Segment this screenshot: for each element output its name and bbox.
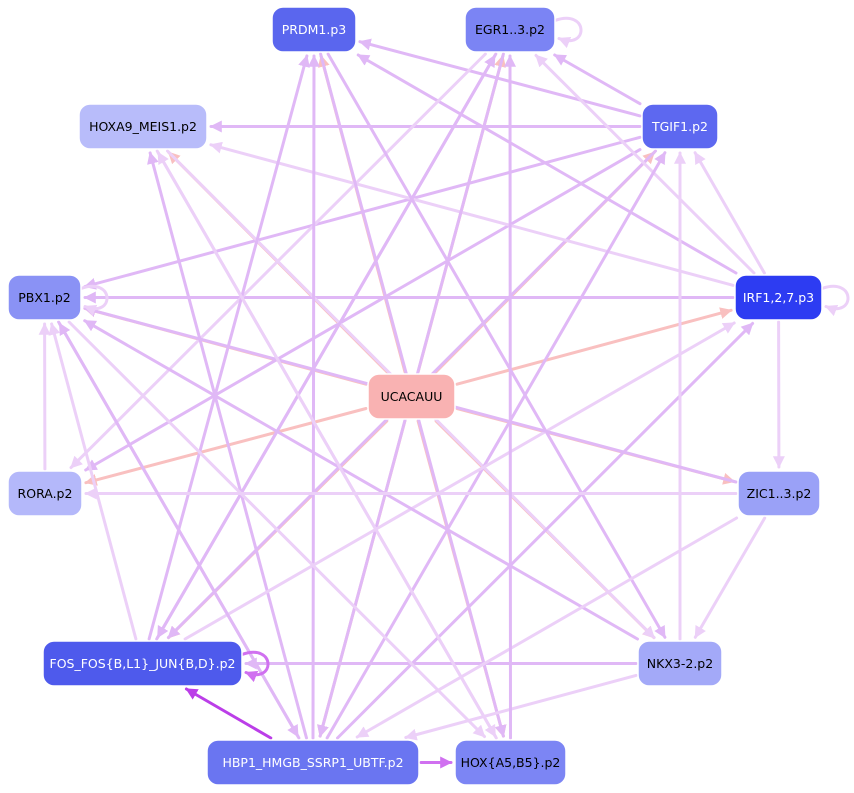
node-label-hoxa5: HOX{A5,B5}.p2 — [461, 755, 561, 770]
edge-prdm1-to-nkx3 — [326, 52, 667, 639]
edge-tgif1-to-prdm1 — [358, 38, 642, 118]
edge-irf1-to-tgif1 — [693, 151, 766, 275]
edge-tgif1-to-egr1 — [553, 53, 642, 106]
node-label-irf1: IRF1,2,7.p3 — [743, 290, 814, 305]
node-box-hoxa9 — [78, 103, 208, 150]
edge-fos-to-irf1 — [183, 321, 736, 641]
node-box-nkx3 — [637, 640, 723, 687]
node-box-pbx1 — [7, 274, 82, 321]
node-pbx1[interactable]: PBX1.p2 — [7, 274, 82, 321]
node-box-rora — [7, 470, 83, 517]
node-irf1[interactable]: IRF1,2,7.p3 — [734, 274, 823, 321]
self-loop-egr1 — [553, 16, 583, 49]
self-loop-fos — [240, 650, 270, 683]
node-prdm1[interactable]: PRDM1.p3 — [271, 6, 357, 53]
edge-tgif1-to-rora — [84, 148, 642, 472]
edge-ucacauu-to-irf1 — [455, 307, 733, 386]
node-label-zic1: ZIC1..3.p2 — [747, 486, 812, 501]
node-hbp1[interactable]: HBP1_HMGB_SSRP1_UBTF.p2 — [206, 739, 420, 786]
edge-hbp1-to-prdm1 — [307, 54, 320, 740]
self-loop-pbx1 — [79, 284, 109, 317]
node-label-nkx3: NKX3-2.p2 — [647, 656, 713, 671]
edge-ucacauu-to-rora — [84, 407, 368, 486]
edge-fos-to-egr1 — [155, 54, 497, 641]
node-box-zic1 — [737, 470, 821, 517]
node-label-pbx1: PBX1.p2 — [18, 290, 71, 305]
node-nkx3[interactable]: NKX3-2.p2 — [637, 640, 723, 687]
node-rora[interactable]: RORA.p2 — [7, 470, 83, 517]
node-label-tgif1: TGIF1.p2 — [651, 119, 708, 134]
node-label-hoxa9: HOXA9_MEIS1.p2 — [89, 119, 197, 134]
node-box-tgif1 — [641, 103, 719, 150]
edge-nkx3-to-hbp1 — [404, 673, 638, 741]
edge-irf1-to-egr1 — [534, 53, 756, 275]
node-hoxa9[interactable]: HOXA9_MEIS1.p2 — [78, 103, 208, 150]
node-box-hoxa5 — [454, 739, 567, 786]
node-tgif1[interactable]: TGIF1.p2 — [641, 103, 719, 150]
node-box-egr1 — [464, 6, 556, 53]
node-box-ucacauu — [367, 373, 456, 420]
self-loop-irf1 — [820, 284, 850, 317]
edge-hoxa5-to-egr1 — [504, 54, 517, 740]
edge-irf1-to-hoxa9 — [209, 141, 735, 287]
node-label-fos: FOS_FOS{B,L1}_JUN{B,D}.p2 — [50, 656, 236, 671]
node-ucacauu[interactable]: UCACAUU — [367, 373, 456, 420]
edge-nkx3-to-pbx1 — [83, 319, 639, 641]
node-label-rora: RORA.p2 — [18, 486, 73, 501]
edge-zic1-to-hbp1 — [355, 516, 739, 739]
edge-zic1-to-nkx3 — [693, 516, 767, 639]
edge-hbp1-to-irf1 — [336, 321, 755, 740]
node-label-prdm1: PRDM1.p3 — [282, 22, 346, 37]
edge-irf1-to-prdm1 — [356, 53, 738, 275]
edge-hbp1-to-tgif1 — [325, 151, 667, 740]
node-zic1[interactable]: ZIC1..3.p2 — [737, 470, 821, 517]
edge-pbx1-to-hbp1 — [57, 320, 300, 738]
node-box-irf1 — [734, 274, 823, 321]
edge-hbp1-to-fos — [184, 687, 273, 740]
node-label-hbp1: HBP1_HMGB_SSRP1_UBTF.p2 — [222, 755, 403, 770]
edge-fos-to-pbx1 — [48, 322, 138, 641]
node-label-ucacauu: UCACAUU — [381, 389, 443, 404]
node-fos[interactable]: FOS_FOS{B,L1}_JUN{B,D}.p2 — [42, 640, 243, 687]
node-hoxa5[interactable]: HOX{A5,B5}.p2 — [454, 739, 567, 786]
edge-hoxa5-to-hoxa9 — [156, 151, 498, 740]
node-box-fos — [42, 640, 243, 687]
node-box-prdm1 — [271, 6, 357, 53]
edge-pbx1-to-hoxa5 — [67, 320, 486, 739]
node-egr1[interactable]: EGR1..3.p2 — [464, 6, 556, 53]
node-box-hbp1 — [206, 739, 420, 786]
self-loops-layer — [79, 16, 850, 683]
node-label-egr1: EGR1..3.p2 — [475, 22, 545, 37]
edge-hbp1-to-hoxa9 — [147, 151, 308, 740]
